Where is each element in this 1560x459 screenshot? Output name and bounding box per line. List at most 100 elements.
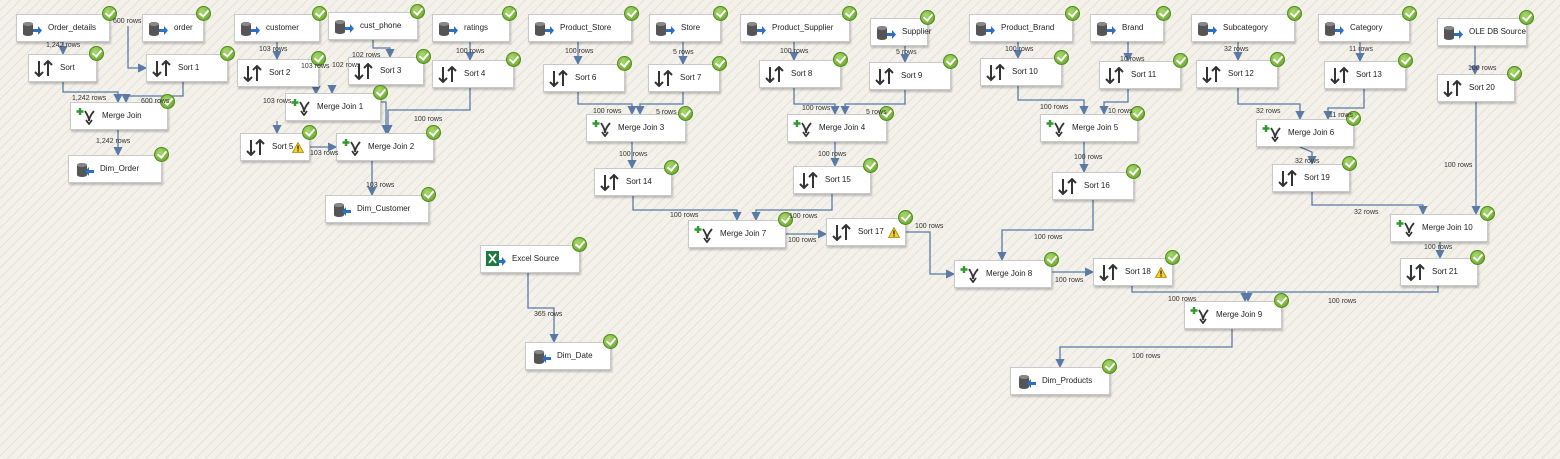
database-source-icon <box>1096 20 1116 37</box>
success-check-icon <box>603 334 618 349</box>
row-count-label: 100 rows <box>818 151 847 158</box>
row-count-label: 32 rows <box>1295 158 1320 165</box>
component-product-store[interactable]: Product_Store <box>528 14 632 42</box>
row-count-label: 102 rows <box>352 52 381 59</box>
component-sort12[interactable]: Sort 12 <box>1196 60 1278 88</box>
component-merge-join3[interactable]: Merge Join 3 <box>586 114 686 142</box>
component-merge-join8[interactable]: Merge Join 8 <box>954 260 1052 288</box>
row-count-label: 100 rows <box>1168 296 1197 303</box>
component-merge-join7[interactable]: Merge Join 7 <box>688 220 786 248</box>
data-path-arrow[interactable] <box>906 231 956 279</box>
component-sort11[interactable]: Sort 11 <box>1099 61 1181 89</box>
success-check-icon <box>1519 10 1534 25</box>
merge-join-icon <box>342 139 362 156</box>
row-count-label: 100 rows <box>593 108 622 115</box>
component-merge-join9[interactable]: Merge Join 9 <box>1184 301 1282 329</box>
component-ratings[interactable]: ratings <box>432 14 510 42</box>
component-sort9[interactable]: Sort 9 <box>869 62 951 90</box>
data-path-arrow[interactable] <box>1055 329 1233 369</box>
component-order[interactable]: order <box>142 14 204 42</box>
component-brand[interactable]: Brand <box>1090 14 1164 42</box>
excel-source-icon <box>486 251 506 268</box>
component-product-brand[interactable]: Product_Brand <box>969 14 1073 42</box>
component-customer[interactable]: customer <box>234 14 320 42</box>
component-merge-join4[interactable]: Merge Join 4 <box>787 114 887 142</box>
row-count-label: 32 rows <box>1256 108 1281 115</box>
row-count-label: 600 rows <box>141 98 170 105</box>
component-sort20[interactable]: Sort 20 <box>1437 74 1515 102</box>
success-check-icon <box>920 10 935 25</box>
merge-join-icon <box>76 108 96 125</box>
success-check-icon <box>416 49 431 64</box>
component-oledb-source[interactable]: OLE DB Source <box>1437 18 1527 46</box>
success-check-icon <box>898 210 913 225</box>
component-label: Merge Join 10 <box>1422 223 1473 232</box>
component-product-supplier[interactable]: Product_Supplier <box>740 14 850 42</box>
warning-icon[interactable] <box>292 142 304 153</box>
success-check-icon <box>833 52 848 67</box>
success-check-icon <box>617 56 632 71</box>
component-sort13[interactable]: Sort 13 <box>1324 61 1406 89</box>
merge-join-icon <box>592 120 612 137</box>
component-order-details[interactable]: Order_details <box>16 14 110 42</box>
row-count-label: 32 rows <box>1354 209 1379 216</box>
row-count-label: 5 rows <box>656 109 677 116</box>
component-dim-products[interactable]: Dim_Products <box>1010 367 1110 395</box>
sort-icon <box>152 60 172 77</box>
component-sort7[interactable]: Sort 7 <box>648 64 720 92</box>
component-label: Merge Join 1 <box>317 102 364 111</box>
component-merge-join5[interactable]: Merge Join 5 <box>1040 114 1138 142</box>
component-sort19[interactable]: Sort 19 <box>1272 164 1350 192</box>
success-check-icon <box>410 4 425 19</box>
component-merge-join2[interactable]: Merge Join 2 <box>336 133 434 161</box>
warning-icon[interactable] <box>1155 267 1167 278</box>
row-count-label: 103 rows <box>310 150 339 157</box>
component-store[interactable]: Store <box>649 14 721 42</box>
component-sort6[interactable]: Sort 6 <box>543 64 625 92</box>
data-path-arrow[interactable] <box>527 273 559 344</box>
component-excel-source[interactable]: Excel Source <box>480 245 580 273</box>
component-sort2[interactable]: Sort 2 <box>237 59 319 87</box>
component-sort21[interactable]: Sort 21 <box>1400 258 1478 286</box>
success-check-icon <box>160 94 175 109</box>
sort-icon <box>549 70 569 87</box>
component-sort16[interactable]: Sort 16 <box>1052 172 1134 200</box>
component-sort3[interactable]: Sort 3 <box>348 57 424 85</box>
component-sort4[interactable]: Sort 4 <box>432 60 514 88</box>
sort-icon <box>34 60 54 77</box>
warning-icon[interactable] <box>888 227 900 238</box>
component-dim-order[interactable]: Dim_Order <box>68 155 162 183</box>
component-sort10[interactable]: Sort 10 <box>980 58 1062 86</box>
component-merge-join6[interactable]: Merge Join 6 <box>1256 119 1354 147</box>
component-category[interactable]: Category <box>1318 14 1410 42</box>
component-label: Sort 5 <box>272 142 294 151</box>
data-path-arrow[interactable] <box>997 200 1094 262</box>
component-merge-join1[interactable]: Merge Join 1 <box>285 93 381 121</box>
component-sort1[interactable]: Sort 1 <box>146 54 228 82</box>
component-subcategory[interactable]: Subcategory <box>1191 14 1295 42</box>
row-count-label: 100 rows <box>619 151 648 158</box>
database-source-icon <box>1324 20 1344 37</box>
component-sort8[interactable]: Sort 8 <box>759 60 841 88</box>
component-supplier[interactable]: Supplier <box>870 18 931 46</box>
component-cust-phone[interactable]: cust_phone <box>328 12 418 40</box>
component-sort15[interactable]: Sort 15 <box>793 166 871 194</box>
row-count-label: 103 rows <box>259 46 288 53</box>
success-check-icon <box>678 106 693 121</box>
component-merge-join10[interactable]: Merge Join 10 <box>1390 214 1488 242</box>
component-sort[interactable]: Sort <box>28 54 97 82</box>
component-label: Sort 1 <box>178 63 200 72</box>
sort-icon <box>246 139 266 156</box>
component-merge-join[interactable]: Merge Join <box>70 102 168 130</box>
component-label: Merge Join 8 <box>986 269 1033 278</box>
component-dim-customer[interactable]: Dim_Customer <box>325 195 429 223</box>
component-label: Sort 4 <box>464 69 486 78</box>
row-count-label: 100 rows <box>414 116 443 123</box>
row-count-label: 600 rows <box>113 18 142 25</box>
component-dim-date[interactable]: Dim_Date <box>525 342 611 370</box>
success-check-icon <box>102 6 117 21</box>
database-source-icon <box>1443 24 1463 41</box>
success-check-icon <box>1342 156 1357 171</box>
component-sort14[interactable]: Sort 14 <box>594 168 672 196</box>
